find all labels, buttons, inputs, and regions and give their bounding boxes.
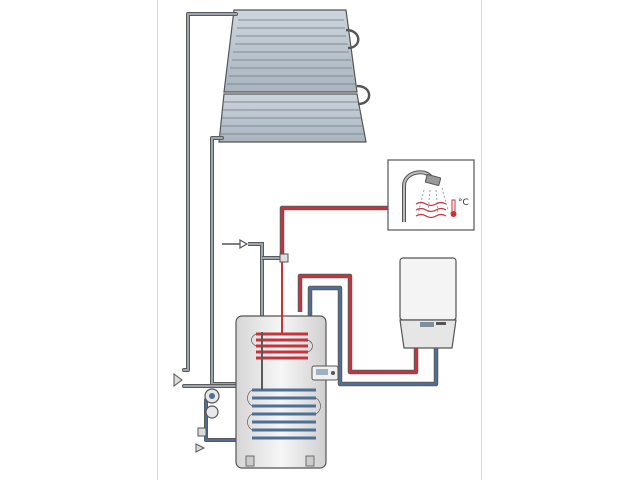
hot-water-waves xyxy=(415,201,447,219)
solar-collector-icon xyxy=(218,9,371,143)
shower-outlet-box: °C xyxy=(387,159,475,231)
temperature-unit-label: °C xyxy=(458,198,469,208)
shower-icon xyxy=(417,174,449,215)
hot-water-line xyxy=(279,205,388,254)
storage-tank-icon xyxy=(235,262,327,469)
boiler-icon xyxy=(399,257,457,349)
thermometer-icon xyxy=(450,199,457,217)
pump-icon xyxy=(173,373,220,453)
diagram-frame xyxy=(157,0,482,480)
lower-heat-exchanger-coil xyxy=(252,388,316,440)
cold-water-inlet-arrow-icon xyxy=(222,238,249,250)
cold-water-inlet xyxy=(222,238,289,332)
controller-icon xyxy=(311,365,339,381)
boiler-pipes xyxy=(297,273,439,387)
